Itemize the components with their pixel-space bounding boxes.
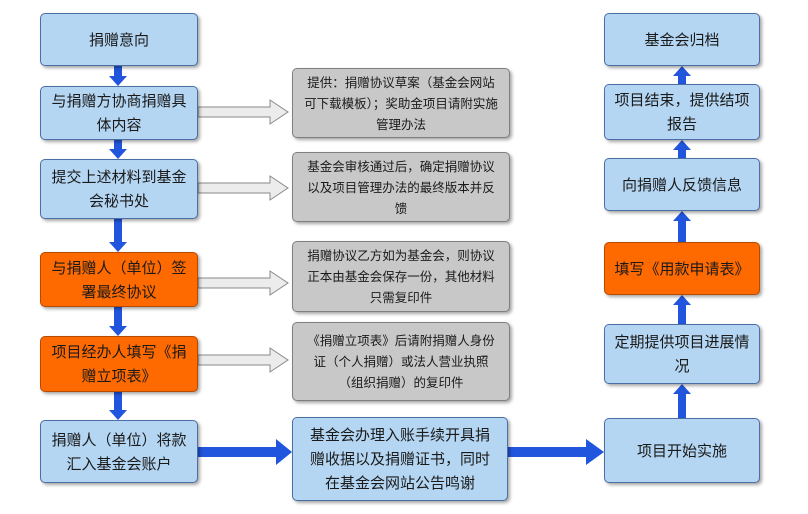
right-up-arrows — [673, 66, 691, 418]
step-text: 基金会归档 — [644, 30, 720, 49]
step-archive: 基金会归档 — [604, 13, 760, 66]
arrow-up-4 — [673, 140, 691, 158]
step-text: 填写《用款申请表》 — [614, 259, 750, 278]
step-final-report: 项目结束，提供结项报告 — [604, 84, 760, 140]
arrow-up-3 — [673, 211, 691, 242]
note-arrow-1 — [197, 99, 289, 125]
step-text: 项目开始实施 — [636, 441, 727, 460]
step-progress-report: 定期提供项目进展情况 — [604, 324, 760, 384]
step-text: 定期提供项目进展情况 — [614, 333, 750, 375]
step-text: 捐赠人（单位）将款汇入基金会账户 — [51, 430, 187, 473]
step-text: 捐赠意向 — [88, 30, 149, 49]
step-negotiate-content: 与捐赠方协商捐赠具体内容 — [40, 86, 198, 140]
arrow-down-2 — [109, 140, 127, 159]
step-project-start: 项目开始实施 — [604, 418, 760, 483]
arrow-up-1 — [673, 384, 691, 418]
arrow-down-3 — [109, 219, 127, 252]
arrow-right-2 — [508, 439, 604, 465]
note-text: 《捐赠立项表》后请附捐赠人身份证（个人捐赠）或法人营业执照（组织捐赠）的复印件 — [307, 333, 495, 390]
step-fund-request-form: 填写《用款申请表》 — [604, 242, 760, 295]
step-donation-intent: 捐赠意向 — [40, 13, 198, 66]
note-text: 基金会审核通过后，确定捐赠协议以及项目管理办法的最终版本并反馈 — [307, 158, 495, 216]
step-text: 向捐赠人反馈信息 — [621, 175, 742, 194]
step-submit-materials: 提交上述材料到基金会秘书处 — [40, 159, 198, 219]
arrow-down-1 — [109, 66, 127, 86]
left-down-arrows — [109, 66, 127, 420]
step-text: 项目结束，提供结项报告 — [614, 91, 750, 133]
arrow-up-5 — [673, 66, 691, 84]
step-fill-registration-form: 项目经办人填写《捐赠立项表》 — [40, 336, 198, 392]
note-arrow-2 — [197, 175, 289, 201]
note-provide-draft: 提供：捐赠协议草案（基金会网站可下载模板）；奖助金项目请附实施管理办法 — [292, 68, 510, 138]
note-arrow-4 — [197, 347, 289, 373]
step-text: 提交上述材料到基金会秘书处 — [51, 168, 187, 210]
arrow-down-4 — [109, 307, 127, 336]
step-text: 基金会办理入账手续开具捐赠收据以及捐赠证书，同时在基金会网站公告鸣谢 — [309, 426, 490, 492]
step-sign-agreement: 与捐赠人（单位）签署最终协议 — [40, 252, 198, 307]
step-text: 与捐赠方协商捐赠具体内容 — [51, 92, 187, 134]
note-id-copy: 《捐赠立项表》后请附捐赠人身份证（个人捐赠）或法人营业执照（组织捐赠）的复印件 — [292, 322, 510, 401]
arrow-up-2 — [673, 295, 691, 324]
bottom-arrows — [198, 439, 604, 465]
arrow-down-5 — [109, 392, 127, 420]
note-arrow-3 — [197, 270, 289, 296]
note-review-feedback: 基金会审核通过后，确定捐赠协议以及项目管理办法的最终版本并反馈 — [292, 152, 510, 222]
note-text: 捐赠协议乙方如为基金会，则协议正本由基金会保存一份，其他材料只需复印件 — [307, 248, 495, 305]
step-text: 与捐赠人（单位）签署最终协议 — [51, 258, 187, 301]
arrow-right-1 — [198, 439, 292, 465]
step-issue-receipt: 基金会办理入账手续开具捐赠收据以及捐赠证书，同时在基金会网站公告鸣谢 — [292, 417, 508, 501]
note-agreement-copy: 捐赠协议乙方如为基金会，则协议正本由基金会保存一份，其他材料只需复印件 — [292, 241, 510, 312]
step-feedback-donor: 向捐赠人反馈信息 — [604, 158, 760, 211]
note-arrows — [197, 99, 289, 373]
step-text: 项目经办人填写《捐赠立项表》 — [51, 343, 187, 385]
note-text: 提供：捐赠协议草案（基金会网站可下载模板）；奖助金项目请附实施管理办法 — [304, 74, 498, 132]
step-transfer-funds: 捐赠人（单位）将款汇入基金会账户 — [40, 420, 198, 483]
